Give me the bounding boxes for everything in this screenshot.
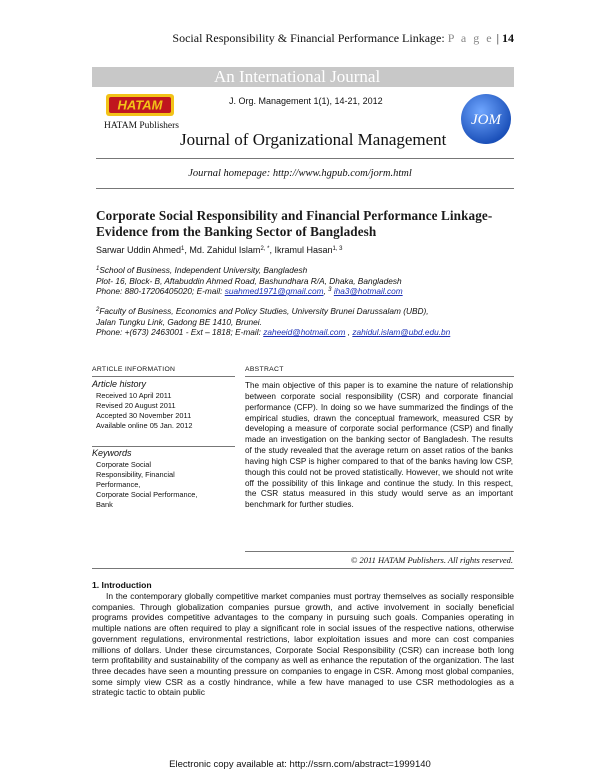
affiliation-2: 2Faculty of Business, Economics and Poli… bbox=[96, 306, 450, 338]
affiliation-line: Faculty of Business, Economics and Polic… bbox=[99, 306, 429, 316]
publisher-caption: HATAM Publishers bbox=[104, 121, 179, 131]
affiliation-line: Jalan Tungku Link, Gadong BE 1410, Brune… bbox=[96, 316, 262, 327]
affiliation-line: School of Business, Independent Universi… bbox=[99, 265, 308, 275]
running-header-title: Social Responsibility & Financial Perfor… bbox=[172, 31, 448, 45]
journal-homepage: Journal homepage: http://www.hgpub.com/j… bbox=[188, 168, 412, 179]
email-link[interactable]: suahmed1971@gmail.com bbox=[224, 286, 324, 297]
affiliation-line: Plot- 16, Block- B, Aftabuddin Ahmed Roa… bbox=[96, 275, 402, 286]
article-history-line: Received 10 April 2011 bbox=[96, 391, 172, 400]
banner-divider bbox=[96, 158, 514, 159]
keyword-line: Bank bbox=[96, 500, 113, 509]
article-history-line: Available online 05 Jan. 2012 bbox=[96, 421, 193, 430]
author-list: Sarwar Uddin Ahmed1, Md. Zahidul Islam2,… bbox=[96, 245, 343, 255]
affiliation-mark: 3 bbox=[328, 287, 332, 294]
ssrn-footer[interactable]: Electronic copy available at: http://ssr… bbox=[169, 759, 431, 770]
running-header-page-word: P a g e bbox=[447, 31, 494, 45]
abstract-rule bbox=[245, 376, 514, 377]
email-link[interactable]: iha3@hotmail.com bbox=[333, 286, 403, 297]
author-separator: , bbox=[184, 245, 190, 255]
affiliation-contact: Phone: +(673) 2463001 - Ext – 1818; E-ma… bbox=[96, 327, 264, 338]
abstract-heading: ABSTRACT bbox=[245, 366, 284, 373]
running-header: Social Responsibility & Financial Perfor… bbox=[0, 31, 514, 46]
author-separator: , bbox=[269, 245, 275, 255]
keyword-line: Responsibility, Financial bbox=[96, 470, 175, 479]
paper-title: Corporate Social Responsibility and Fina… bbox=[96, 208, 493, 239]
section-rule bbox=[92, 568, 514, 569]
author-name: Ikramul Hasan bbox=[274, 245, 333, 255]
affiliation-mark: 2 bbox=[96, 307, 100, 313]
affiliation-contact: Phone: 880-17206405020; E-mail: bbox=[96, 286, 225, 297]
article-history-line: Accepted 30 November 2011 bbox=[96, 411, 192, 420]
abstract-text: The main objective of this paper is to e… bbox=[245, 381, 513, 510]
author-affiliation-mark: 1, 3 bbox=[332, 246, 343, 252]
article-history-title: Article history bbox=[92, 379, 147, 389]
author-name: Md. Zahidul Islam bbox=[189, 245, 261, 255]
keywords-rule bbox=[92, 446, 235, 447]
affiliation-1: 1School of Business, Independent Univers… bbox=[96, 265, 403, 297]
email-separator: , bbox=[323, 286, 329, 297]
journal-title: Journal of Organizational Management bbox=[180, 130, 447, 149]
running-header-separator: | bbox=[493, 31, 502, 45]
keyword-line: Performance, bbox=[96, 480, 141, 489]
copyright-notice: © 2011 HATAM Publishers. All rights rese… bbox=[350, 555, 513, 565]
keyword-line: Corporate Social Performance, bbox=[96, 490, 198, 499]
introduction-paragraph: In the contemporary globally competitive… bbox=[92, 591, 514, 698]
introduction-heading: 1. Introduction bbox=[92, 580, 152, 590]
jom-journal-logo: JOM bbox=[461, 94, 511, 144]
email-link[interactable]: zaheeid@hotmail.com bbox=[263, 327, 346, 338]
jom-logo-text: JOM bbox=[471, 112, 502, 128]
international-journal-banner: An International Journal bbox=[92, 67, 514, 87]
page-number: 14 bbox=[502, 31, 514, 45]
email-separator: , bbox=[345, 327, 353, 338]
author-affiliation-mark: 1 bbox=[181, 246, 185, 252]
author-affiliation-mark: 2, * bbox=[260, 246, 270, 252]
article-history-line: Revised 20 August 2011 bbox=[96, 401, 176, 410]
affiliation-mark: 1 bbox=[96, 266, 100, 272]
abstract-bottom-rule bbox=[245, 551, 514, 552]
homepage-divider bbox=[96, 188, 514, 189]
hatam-logo-text: HATAM bbox=[117, 98, 163, 113]
keyword-line: Corporate Social bbox=[96, 460, 152, 469]
article-info-rule bbox=[92, 376, 235, 377]
article-info-heading: ARTICLE INFORMATION bbox=[92, 366, 176, 373]
journal-citation: J. Org. Management 1(1), 14-21, 2012 bbox=[229, 96, 383, 106]
hatam-publisher-logo: HATAM bbox=[106, 94, 174, 116]
author-name: Sarwar Uddin Ahmed bbox=[96, 245, 182, 255]
introduction-text: In the contemporary globally competitive… bbox=[92, 591, 514, 698]
keywords-title: Keywords bbox=[92, 448, 132, 458]
email-link[interactable]: zahidul.islam@ubd.edu.bn bbox=[352, 327, 451, 338]
